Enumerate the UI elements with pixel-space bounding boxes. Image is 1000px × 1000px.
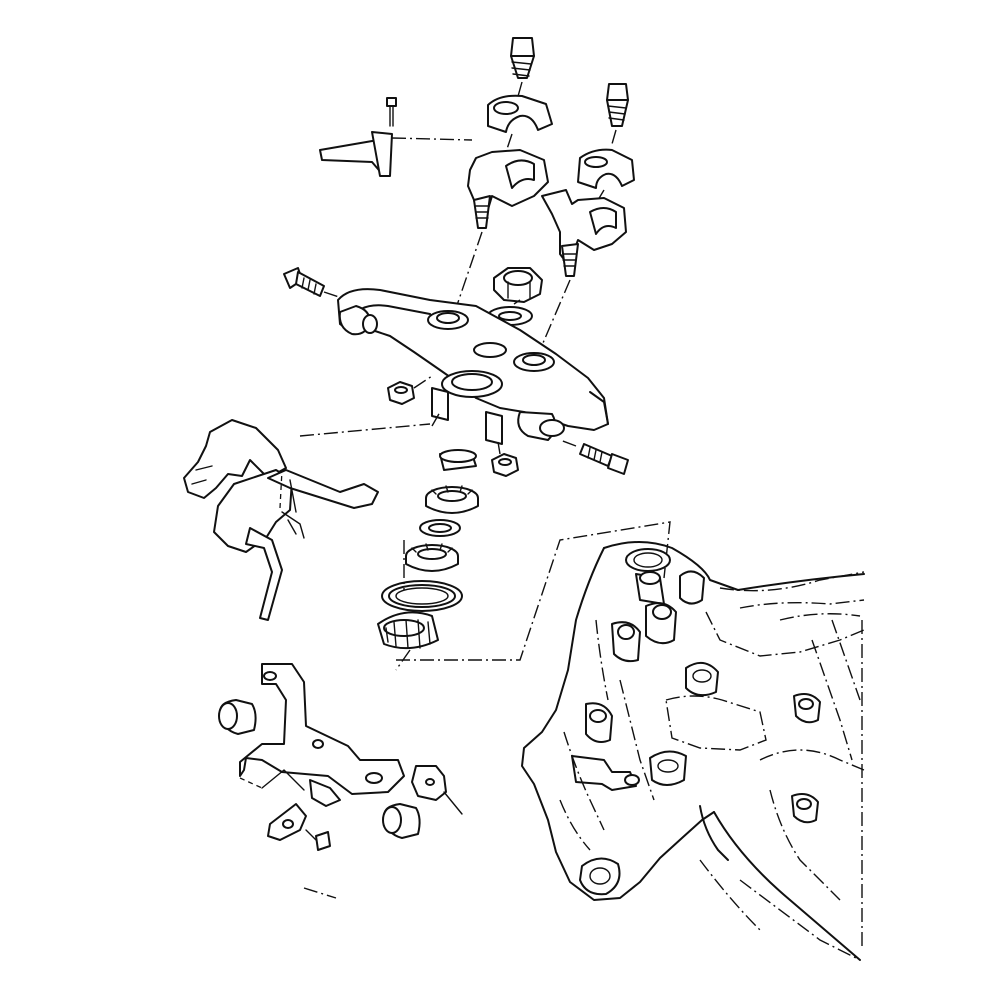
steering-stem-nut: [493, 267, 543, 303]
small-screw: [386, 97, 473, 141]
leader-line: [303, 887, 337, 899]
lower-mount-bracket: [239, 663, 463, 841]
taper-roller-bearing: [377, 521, 671, 671]
stem-lower-washer: [439, 449, 477, 471]
handlebar-clamp-bolt-left: [510, 37, 535, 101]
pinch-bolt-right: [559, 439, 629, 475]
rubber-damper: [382, 803, 421, 839]
lock-washer: [419, 519, 461, 537]
small-nut-right: [491, 441, 519, 477]
lower-clamp-holder-right: [539, 189, 627, 351]
leader-line: [299, 423, 431, 437]
ring-nut-lower: [405, 543, 459, 572]
upper-triple-clamp: [337, 288, 609, 445]
lower-clamp-holder-left: [453, 149, 549, 315]
handlebar-clamp-bolt-right: [606, 83, 629, 145]
wiring-harness-bracket: [183, 419, 379, 621]
upper-clamp-cap-right: [577, 148, 635, 201]
dust-seal: [381, 580, 463, 612]
frame-head-pipe: [521, 541, 865, 961]
pinch-bolt-left: [283, 267, 343, 299]
leader-line: [431, 411, 441, 427]
small-nut-left: [387, 375, 433, 405]
cable-guide-bracket: [319, 131, 393, 177]
lower-screw: [305, 829, 331, 851]
ring-nut-upper: [425, 485, 479, 514]
rubber-damper: [218, 699, 257, 735]
upper-clamp-cap-left: [487, 94, 553, 153]
